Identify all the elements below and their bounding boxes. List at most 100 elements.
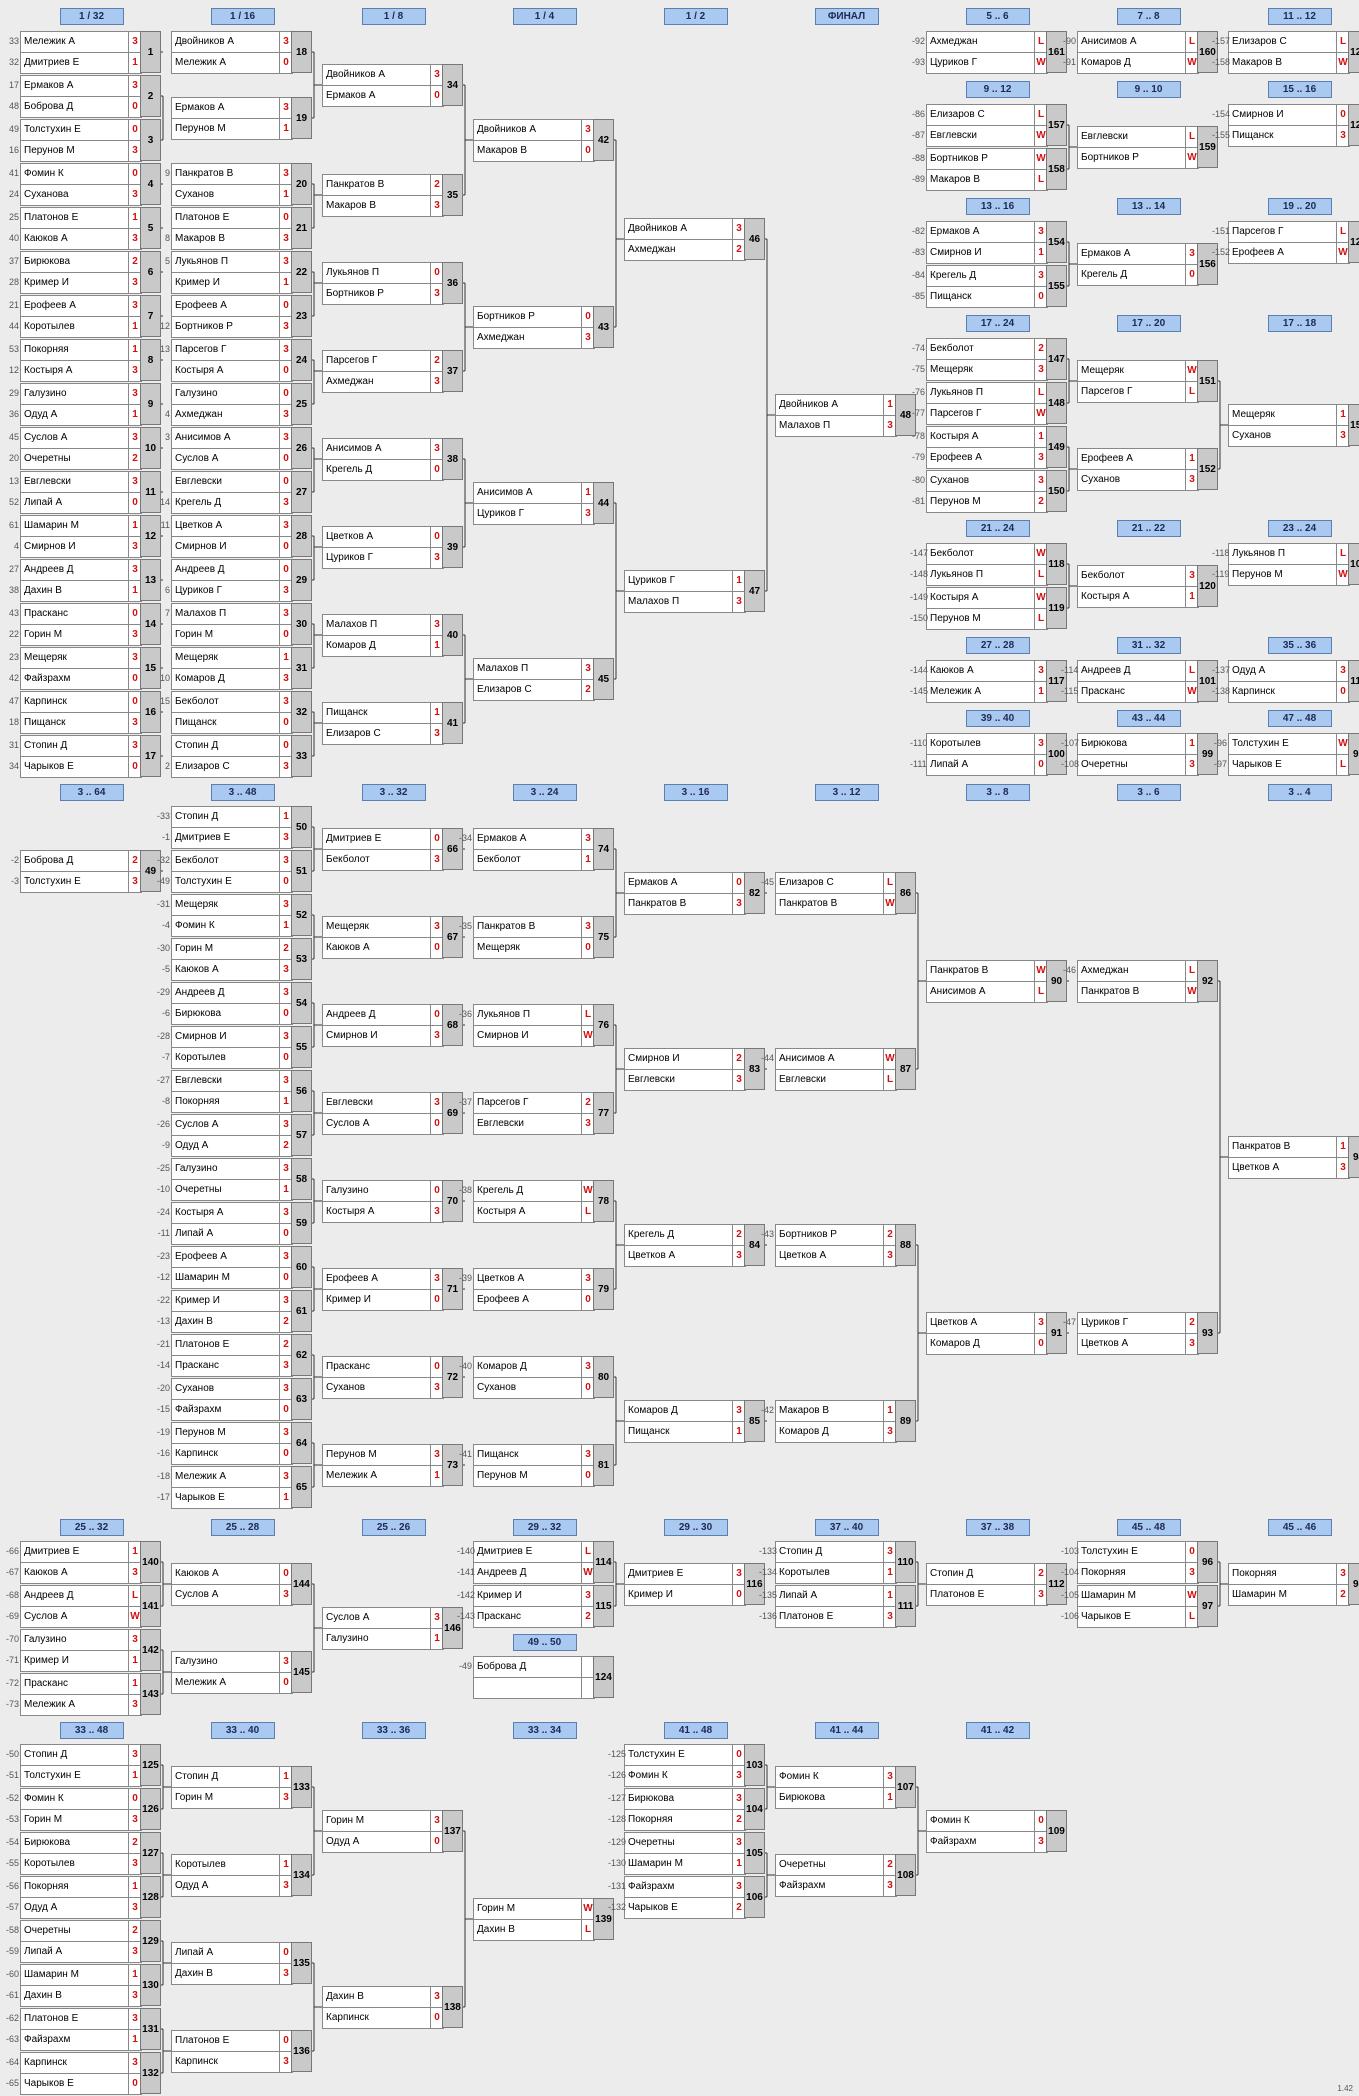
player-slot[interactable]: Перунов М (473, 1465, 583, 1487)
player-slot[interactable]: Бортников Р (473, 306, 583, 328)
player-slot[interactable]: Каюков А (322, 937, 432, 959)
player-slot[interactable]: Ахмеджан (624, 239, 734, 261)
player-slot[interactable]: Одуд А (171, 1135, 281, 1157)
player-slot[interactable]: Коротылев (20, 1853, 130, 1875)
player-slot[interactable]: Макаров В (322, 195, 432, 217)
player-slot[interactable]: Кример И (20, 272, 130, 294)
player-slot[interactable]: Ермаков А (20, 75, 130, 97)
player-slot[interactable]: Стопин Д (20, 735, 130, 757)
player-slot[interactable]: Липай А (20, 1941, 130, 1963)
player-slot[interactable]: Толстухин Е (1228, 733, 1338, 755)
player-slot[interactable]: Файзрахм (624, 1876, 734, 1898)
player-slot[interactable]: Смирнов И (624, 1048, 734, 1070)
player-slot[interactable]: Смирнов И (171, 536, 281, 558)
player-slot[interactable]: Бортников Р (926, 148, 1036, 170)
player-slot[interactable]: Прасканс (473, 1606, 583, 1628)
player-slot[interactable]: Макаров В (775, 1400, 885, 1422)
player-slot[interactable]: Комаров Д (171, 668, 281, 690)
player-slot[interactable]: Цветков А (171, 515, 281, 537)
player-slot[interactable]: Галузино (20, 383, 130, 405)
player-slot[interactable]: Комаров Д (624, 1400, 734, 1422)
player-slot[interactable]: Липай А (926, 754, 1036, 776)
player-slot[interactable]: Толстухин Е (1077, 1541, 1187, 1563)
player-slot[interactable]: Костыря А (473, 1201, 583, 1223)
player-slot[interactable]: Кример И (171, 1290, 281, 1312)
player-slot[interactable]: Каюков А (20, 1562, 130, 1584)
player-slot[interactable]: Чарыков Е (20, 2073, 130, 2095)
player-slot[interactable]: Ерофеев А (322, 1268, 432, 1290)
player-slot[interactable]: Макаров В (473, 140, 583, 162)
player-slot[interactable]: Дмитриев Е (171, 827, 281, 849)
player-slot[interactable]: Суслов А (171, 1114, 281, 1136)
player-slot[interactable]: Толстухин Е (171, 871, 281, 893)
player-slot[interactable]: Прасканс (171, 1355, 281, 1377)
player-slot[interactable]: Коротылев (171, 1854, 281, 1876)
player-slot[interactable]: Кример И (322, 1289, 432, 1311)
player-slot[interactable]: Суханов (171, 184, 281, 206)
player-slot[interactable]: Галузино (20, 1629, 130, 1651)
player-slot[interactable]: Суханов (1228, 425, 1338, 447)
player-slot[interactable]: Кример И (20, 1650, 130, 1672)
player-slot[interactable]: Пищанск (1228, 125, 1338, 147)
player-slot[interactable]: Панкратов В (322, 174, 432, 196)
player-slot[interactable]: Малахов П (171, 603, 281, 625)
player-slot[interactable]: Ерофеев А (1228, 242, 1338, 264)
player-slot[interactable]: Прасканс (20, 603, 130, 625)
player-slot[interactable]: Липай А (171, 1223, 281, 1245)
player-slot[interactable]: Каюков А (926, 660, 1036, 682)
player-slot[interactable]: Каюков А (171, 959, 281, 981)
player-slot[interactable]: Файзрахм (20, 668, 130, 690)
player-slot[interactable]: Платонов Е (20, 2008, 130, 2030)
player-slot[interactable]: Мещеряк (473, 937, 583, 959)
player-slot[interactable]: Кример И (473, 1585, 583, 1607)
player-slot[interactable]: Стопин Д (926, 1563, 1036, 1585)
player-slot[interactable]: Мележик А (171, 1466, 281, 1488)
player-slot[interactable]: Парсегов Г (1077, 381, 1187, 403)
player-slot[interactable]: Покорняя (1077, 1562, 1187, 1584)
player-slot[interactable]: Очеретны (1077, 754, 1187, 776)
player-slot[interactable]: Фомин К (20, 1788, 130, 1810)
player-slot[interactable]: Анисимов А (775, 1048, 885, 1070)
player-slot[interactable]: Галузино (322, 1180, 432, 1202)
player-slot[interactable]: Елизаров С (1228, 31, 1338, 53)
player-slot[interactable]: Одуд А (1228, 660, 1338, 682)
player-slot[interactable]: Евглевски (171, 471, 281, 493)
player-slot[interactable]: Анисимов А (473, 482, 583, 504)
player-slot[interactable]: Прасканс (1077, 681, 1187, 703)
player-slot[interactable]: Горин М (171, 624, 281, 646)
player-slot[interactable]: Кример И (624, 1584, 734, 1606)
player-slot[interactable]: Крегель Д (926, 265, 1036, 287)
player-slot[interactable]: Очеретны (775, 1854, 885, 1876)
player-slot[interactable]: Покорняя (624, 1809, 734, 1831)
player-slot[interactable]: Очеретны (624, 1832, 734, 1854)
player-slot[interactable]: Ерофеев А (473, 1289, 583, 1311)
player-slot[interactable]: Малахов П (473, 658, 583, 680)
player-slot[interactable]: Мещеряк (1228, 404, 1338, 426)
